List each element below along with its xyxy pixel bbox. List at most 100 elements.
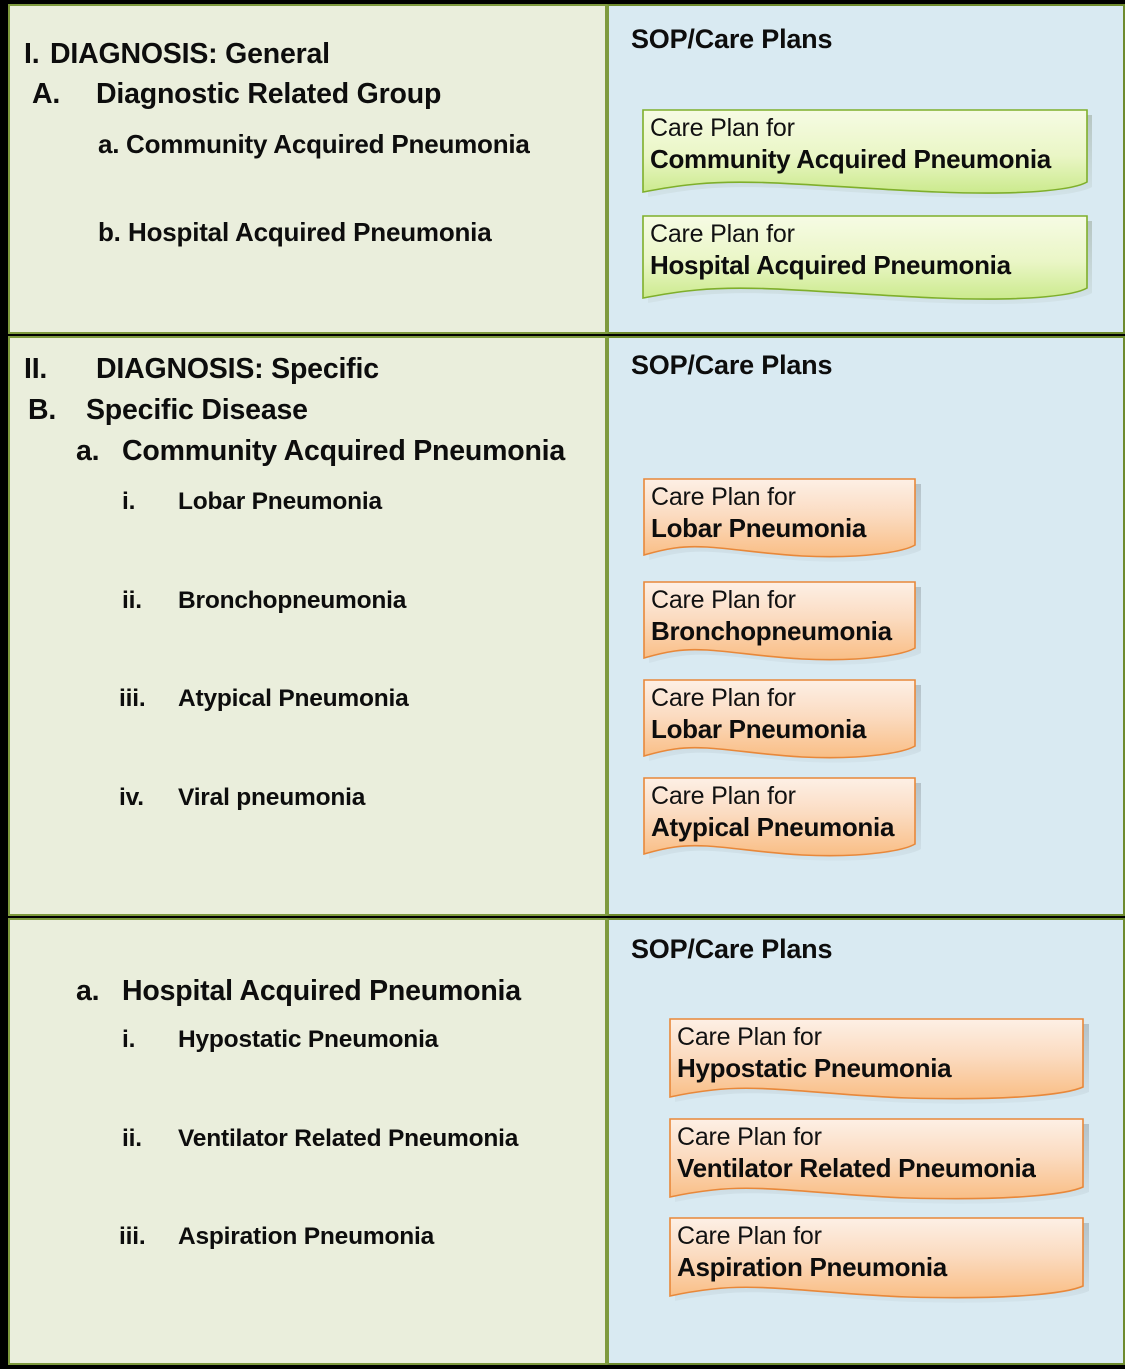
outline-label: Specific Disease bbox=[86, 394, 308, 426]
outline-list-hospital-acquired: a. Hospital Acquired Pneumonia i. Hypost… bbox=[10, 920, 605, 1363]
card-text: Care Plan for Aspiration Pneumonia bbox=[669, 1217, 1089, 1283]
outline-label: Hospital Acquired Pneumonia bbox=[128, 217, 492, 247]
outline-marker: b. bbox=[98, 217, 121, 247]
outline-marker: a. bbox=[76, 435, 100, 467]
section-general: I. DIAGNOSIS: General A. Diagnostic Rela… bbox=[8, 4, 1125, 334]
outline-panel-general: I. DIAGNOSIS: General A. Diagnostic Rela… bbox=[8, 4, 607, 334]
care-plan-card-lobar-pneumonia-2[interactable]: Care Plan for Lobar Pneumonia bbox=[643, 679, 921, 765]
outline-marker: i. bbox=[122, 488, 136, 515]
outline-label: DIAGNOSIS: Specific bbox=[96, 353, 379, 385]
card-line-prefix: Care Plan for bbox=[651, 684, 796, 712]
outline-label: Atypical Pneumonia bbox=[178, 685, 409, 712]
card-line-subject: Hospital Acquired Pneumonia bbox=[650, 249, 1011, 280]
outline-label: Bronchopneumonia bbox=[178, 587, 407, 614]
card-text: Care Plan for Hypostatic Pneumonia bbox=[669, 1018, 1089, 1084]
outline-item-ii-ventilator: ii. Ventilator Related Pneumonia bbox=[122, 1125, 518, 1153]
outline-marker: iv. bbox=[119, 784, 144, 811]
care-plan-card-aspiration-pneumonia[interactable]: Care Plan for Aspiration Pneumonia bbox=[669, 1217, 1089, 1305]
card-line-subject: Lobar Pneumonia bbox=[651, 713, 867, 744]
sop-care-plans-title: SOP/Care Plans bbox=[631, 24, 833, 54]
outline-item-i-lobar: i. Lobar Pneumonia bbox=[122, 488, 382, 516]
outline-label: Hospital Acquired Pneumonia bbox=[122, 975, 521, 1007]
outline-label: Ventilator Related Pneumonia bbox=[178, 1125, 519, 1152]
care-plan-card-hospital-acquired-pneumonia[interactable]: Care Plan for Hospital Acquired Pneumoni… bbox=[642, 215, 1092, 307]
outline-marker: A. bbox=[32, 78, 61, 110]
outline-marker: a. bbox=[98, 129, 120, 159]
document-shape bbox=[643, 777, 921, 861]
card-line-prefix: Care Plan for bbox=[650, 114, 795, 142]
care-plan-card-bronchopneumonia[interactable]: Care Plan for Bronchopneumonia bbox=[643, 581, 921, 667]
outline-label: DIAGNOSIS: General bbox=[50, 38, 330, 70]
card-text: Care Plan for Atypical Pneumonia bbox=[643, 777, 921, 843]
card-line-prefix: Care Plan for bbox=[650, 220, 795, 248]
card-line-prefix: Care Plan for bbox=[677, 1222, 822, 1250]
section-specific: II. DIAGNOSIS: Specific B. Specific Dise… bbox=[8, 336, 1125, 916]
care-plan-card-lobar-pneumonia-1[interactable]: Care Plan for Lobar Pneumonia bbox=[643, 478, 921, 564]
document-shape bbox=[669, 1118, 1089, 1204]
sop-care-plans-title: SOP/Care Plans bbox=[631, 934, 833, 964]
card-line-subject: Aspiration Pneumonia bbox=[677, 1251, 947, 1282]
care-plan-card-hypostatic-pneumonia[interactable]: Care Plan for Hypostatic Pneumonia bbox=[669, 1018, 1089, 1106]
document-shape bbox=[643, 581, 921, 665]
outline-marker: B. bbox=[28, 394, 57, 426]
outline-item-a-hap: a. Hospital Acquired Pneumonia bbox=[76, 975, 521, 1008]
careplan-panel-general: SOP/Care Plans bbox=[607, 4, 1125, 334]
outline-marker: ii. bbox=[122, 587, 142, 614]
outline-marker: ii. bbox=[122, 1125, 142, 1152]
care-plan-card-ventilator-related-pneumonia[interactable]: Care Plan for Ventilator Related Pneumon… bbox=[669, 1118, 1089, 1206]
card-text: Care Plan for Ventilator Related Pneumon… bbox=[669, 1118, 1089, 1184]
outline-list-general: I. DIAGNOSIS: General A. Diagnostic Rela… bbox=[10, 6, 605, 332]
outline-item-i: I. DIAGNOSIS: General bbox=[24, 38, 330, 71]
outline-list-specific: II. DIAGNOSIS: Specific B. Specific Dise… bbox=[10, 338, 605, 914]
card-line-subject: Community Acquired Pneumonia bbox=[650, 143, 1051, 174]
card-line-subject: Atypical Pneumonia bbox=[651, 811, 895, 842]
outline-panel-specific: II. DIAGNOSIS: Specific B. Specific Dise… bbox=[8, 336, 607, 916]
outline-label: Hypostatic Pneumonia bbox=[178, 1026, 439, 1053]
card-line-subject: Lobar Pneumonia bbox=[651, 512, 867, 543]
care-plan-card-atypical-pneumonia[interactable]: Care Plan for Atypical Pneumonia bbox=[643, 777, 921, 863]
card-text: Care Plan for Lobar Pneumonia bbox=[643, 679, 921, 745]
careplan-panel-specific: SOP/Care Plans bbox=[607, 336, 1125, 916]
outline-item-iv-viral: iv. Viral pneumonia bbox=[119, 784, 365, 812]
outline-item-ii: II. DIAGNOSIS: Specific bbox=[24, 353, 379, 386]
card-text: Care Plan for Hospital Acquired Pneumoni… bbox=[642, 215, 1092, 281]
document-shape bbox=[669, 1217, 1089, 1303]
careplan-panel-hospital-acquired: SOP/Care Plans bbox=[607, 918, 1125, 1365]
outline-panel-hospital-acquired: a. Hospital Acquired Pneumonia i. Hypost… bbox=[8, 918, 607, 1365]
outline-label: Aspiration Pneumonia bbox=[178, 1223, 435, 1250]
outline-marker: I. bbox=[24, 38, 40, 70]
document-shape bbox=[643, 478, 921, 562]
section-hospital-acquired: a. Hospital Acquired Pneumonia i. Hypost… bbox=[8, 918, 1125, 1365]
document-shape bbox=[669, 1018, 1089, 1104]
document-shape bbox=[642, 215, 1092, 305]
card-line-prefix: Care Plan for bbox=[677, 1123, 822, 1151]
outline-label: Community Acquired Pneumonia bbox=[126, 129, 530, 159]
outline-label: Community Acquired Pneumonia bbox=[122, 435, 566, 467]
outline-marker: iii. bbox=[119, 685, 146, 712]
document-shape bbox=[643, 679, 921, 763]
outline-item-ii-broncho: ii. Bronchopneumonia bbox=[122, 587, 406, 615]
card-text: Care Plan for Community Acquired Pneumon… bbox=[642, 109, 1092, 175]
outline-item-a-drg: A. Diagnostic Related Group bbox=[32, 78, 441, 111]
outline-item-b-hap: b. Hospital Acquired Pneumonia bbox=[98, 217, 492, 248]
outline-item-a-cap: a. Community Acquired Pneumonia bbox=[98, 129, 530, 160]
outline-label: Viral pneumonia bbox=[178, 784, 366, 811]
document-shape bbox=[642, 109, 1092, 199]
outline-marker: iii. bbox=[119, 1223, 146, 1250]
card-line-prefix: Care Plan for bbox=[651, 586, 796, 614]
card-line-prefix: Care Plan for bbox=[651, 483, 796, 511]
sop-care-plans-title: SOP/Care Plans bbox=[631, 350, 833, 380]
card-line-subject: Hypostatic Pneumonia bbox=[677, 1052, 952, 1083]
outline-marker: II. bbox=[24, 353, 48, 385]
care-plan-card-community-acquired-pneumonia[interactable]: Care Plan for Community Acquired Pneumon… bbox=[642, 109, 1092, 201]
outline-item-i-hypostatic: i. Hypostatic Pneumonia bbox=[122, 1026, 438, 1054]
card-line-prefix: Care Plan for bbox=[677, 1023, 822, 1051]
outline-label: Diagnostic Related Group bbox=[96, 78, 442, 110]
outline-marker: a. bbox=[76, 975, 100, 1007]
card-line-prefix: Care Plan for bbox=[651, 782, 796, 810]
card-line-subject: Ventilator Related Pneumonia bbox=[677, 1152, 1036, 1183]
outline-item-b-specific-disease: B. Specific Disease bbox=[28, 394, 308, 427]
outline-item-iii-aspiration: iii. Aspiration Pneumonia bbox=[119, 1223, 434, 1251]
card-text: Care Plan for Bronchopneumonia bbox=[643, 581, 921, 647]
